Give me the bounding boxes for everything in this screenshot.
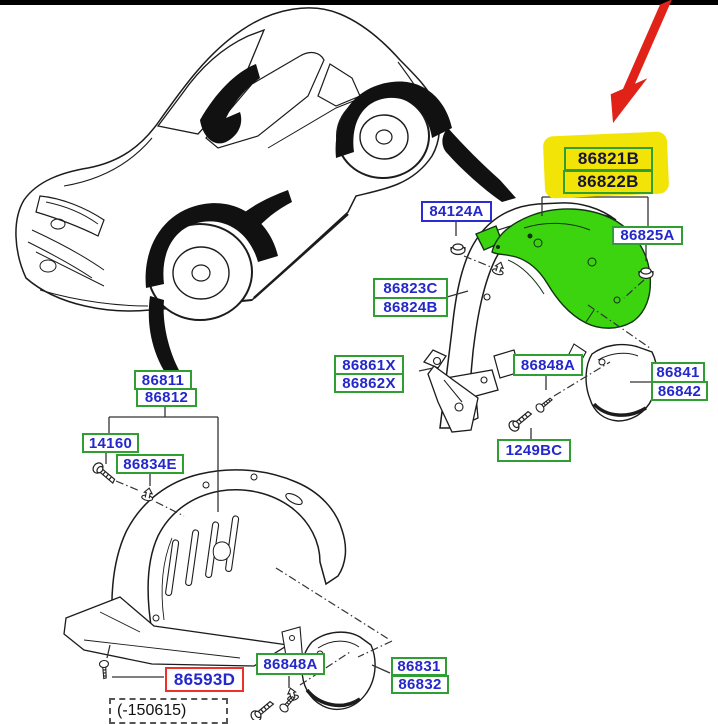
- vehicle-illustration: [15, 7, 516, 374]
- rear-guard-pointer-swoosh: [442, 128, 516, 202]
- part-label-86811[interactable]: 86811: [134, 370, 192, 390]
- grommet-fastener-84124A: [450, 243, 466, 256]
- bolt-fastener-14160: [90, 460, 119, 487]
- date-range-note: (-150615): [109, 698, 228, 724]
- part-label-86593D[interactable]: 86593D: [165, 667, 244, 692]
- part-label-86824B[interactable]: 86824B: [373, 297, 448, 317]
- part-label-86848A-right[interactable]: 86848A: [513, 354, 583, 376]
- part-label-86812[interactable]: 86812: [136, 388, 197, 407]
- part-label-86825A[interactable]: 86825A: [612, 226, 683, 245]
- part-label-86822B[interactable]: 86822B: [563, 170, 653, 194]
- part-label-86834E[interactable]: 86834E: [116, 454, 184, 474]
- part-label-86841[interactable]: 86841: [651, 362, 705, 383]
- red-annotation-arrow: [610, 0, 672, 123]
- clip-fastener-86834E: [140, 486, 156, 503]
- rear-mud-guard-part: [567, 343, 658, 422]
- bolt-fastener-bottom: [248, 697, 277, 720]
- part-label-86862X[interactable]: 86862X: [334, 373, 404, 393]
- part-label-86848A-bottom[interactable]: 86848A: [256, 653, 325, 675]
- part-label-86831[interactable]: 86831: [391, 657, 447, 676]
- rear-inner-wheel-guard-highlighted[interactable]: [475, 208, 652, 329]
- screw-fastener-86593D: [98, 659, 111, 680]
- part-label-84124A[interactable]: 84124A: [421, 201, 492, 222]
- screw-fastener-86848A-right: [533, 394, 555, 415]
- front-guard-pointer-swoosh: [148, 296, 180, 374]
- part-label-14160[interactable]: 14160: [82, 433, 139, 453]
- dash-dot-assembly-lines: [115, 255, 651, 686]
- bolt-fastener-1249BC: [506, 407, 535, 434]
- part-label-86821B[interactable]: 86821B: [564, 147, 653, 171]
- top-border-bar: [0, 0, 718, 5]
- part-label-86842[interactable]: 86842: [651, 381, 708, 401]
- nut-fastener-86825A: [638, 267, 654, 280]
- part-label-86832[interactable]: 86832: [391, 675, 449, 694]
- part-label-1249BC[interactable]: 1249BC: [497, 439, 571, 462]
- part-label-86823C[interactable]: 86823C: [373, 278, 448, 299]
- front-wheel-guard-part: [63, 469, 347, 667]
- part-label-86861X[interactable]: 86861X: [334, 355, 404, 375]
- side-cover-bracket-part: [422, 349, 479, 433]
